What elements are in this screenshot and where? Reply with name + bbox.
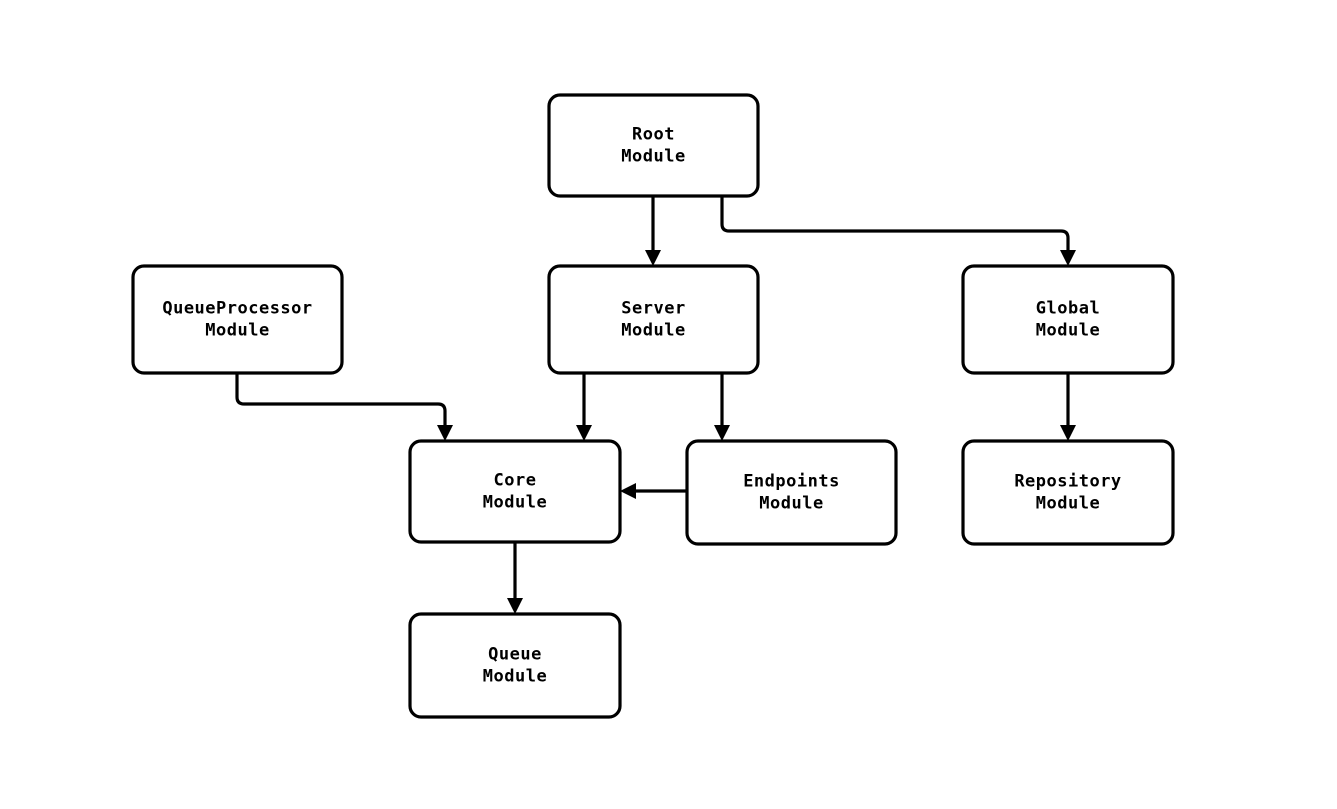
global-module-node-box[interactable] (961, 264, 1175, 375)
endpoints-module-node-label-line2: Module (759, 494, 823, 514)
edge-queueprocessor-to-core-arrowhead-icon (437, 425, 453, 441)
core-module-node-box[interactable] (408, 439, 622, 544)
core-module-node-label-line1: Core (494, 471, 537, 491)
edge-root-to-server (645, 196, 661, 266)
edge-global-to-repository-arrowhead-icon (1060, 425, 1076, 441)
queue-module-node-label-line2: Module (483, 667, 547, 687)
edge-queueprocessor-to-core-line (235, 373, 447, 428)
edge-queueprocessor-to-core (235, 373, 453, 441)
nodes-layer: RootModuleQueueProcessorModuleServerModu… (131, 93, 1175, 719)
edge-core-to-queue-arrowhead-icon (507, 598, 523, 614)
edge-server-to-endpoints (714, 373, 730, 441)
edge-server-to-core (576, 373, 592, 441)
edge-endpoints-to-core (620, 483, 687, 499)
root-module-node-box[interactable] (547, 93, 760, 198)
queue-module-node-box[interactable] (408, 612, 622, 719)
server-module-node-box[interactable] (547, 264, 760, 375)
edges-layer (235, 196, 1076, 614)
edge-root-to-global-line (720, 196, 1070, 253)
edge-root-to-global-arrowhead-icon (1060, 250, 1076, 266)
core-module-node-label-line2: Module (483, 493, 547, 513)
server-module-node-label-line2: Module (621, 321, 685, 341)
edge-core-to-queue (507, 542, 523, 614)
endpoints-module-node-box[interactable] (685, 439, 898, 546)
edge-server-to-core-arrowhead-icon (576, 425, 592, 441)
global-module-node-label-line2: Module (1036, 321, 1100, 341)
edge-server-to-endpoints-arrowhead-icon (714, 425, 730, 441)
edge-global-to-repository (1060, 373, 1076, 441)
queue-module-node-label-line1: Queue (488, 645, 542, 665)
repository-module-node-label-line1: Repository (1014, 472, 1121, 492)
server-module-node-label-line1: Server (621, 299, 685, 319)
edge-endpoints-to-core-arrowhead-icon (620, 483, 636, 499)
edge-root-to-global (720, 196, 1076, 266)
queueprocessor-module-node-box[interactable] (131, 264, 344, 375)
global-module-node-label-line1: Global (1036, 299, 1100, 319)
queueprocessor-module-node-label-line2: Module (205, 321, 269, 341)
queueprocessor-module-node-label-line1: QueueProcessor (162, 299, 312, 319)
edge-root-to-server-arrowhead-icon (645, 250, 661, 266)
endpoints-module-node-label-line1: Endpoints (743, 472, 840, 492)
root-module-node-label-line1: Root (632, 125, 675, 145)
root-module-node-label-line2: Module (621, 147, 685, 167)
repository-module-node-label-line2: Module (1036, 494, 1100, 514)
repository-module-node-box[interactable] (961, 439, 1175, 546)
